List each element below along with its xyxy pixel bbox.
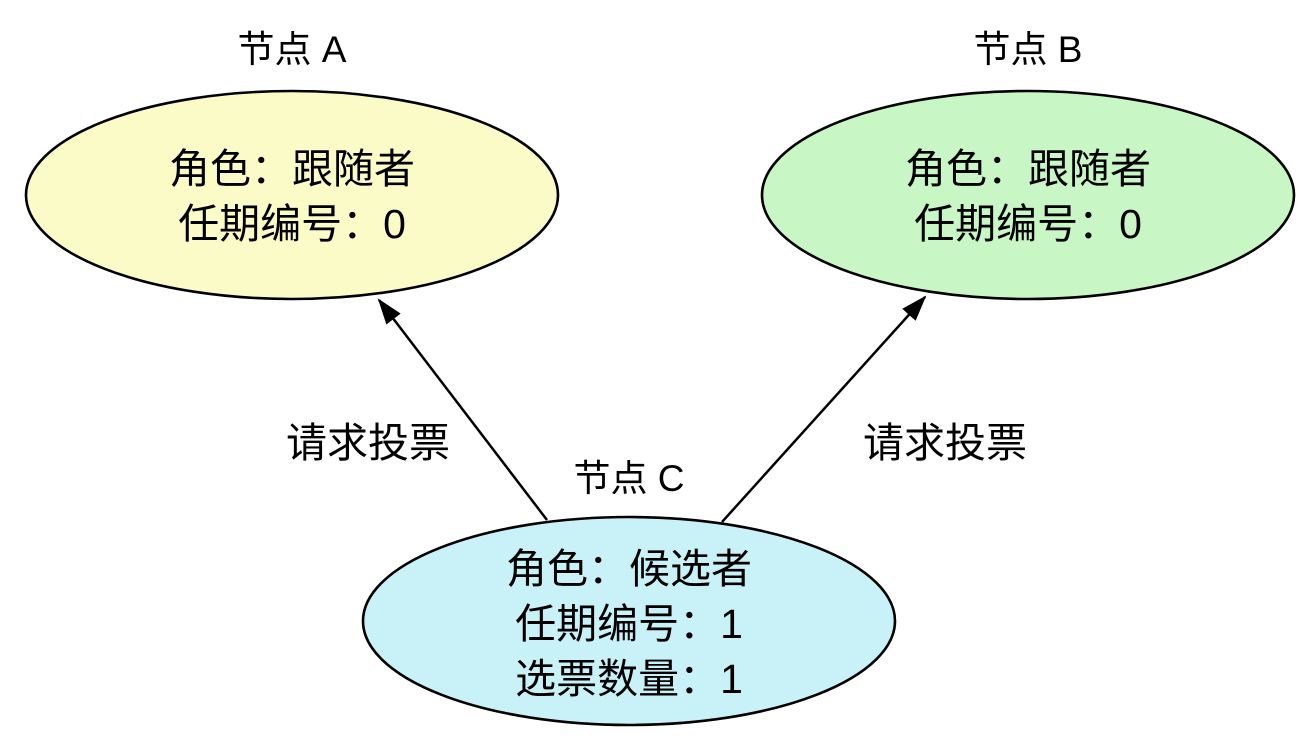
- node-b-title: 节点 B: [974, 29, 1083, 70]
- node-b-role: 角色：跟随者: [905, 146, 1151, 192]
- node-c-title: 节点 C: [574, 458, 685, 499]
- node-b-term: 任期编号：0: [914, 201, 1142, 247]
- arrow-c-to-a: [377, 298, 548, 521]
- node-c-ellipse: [361, 515, 897, 727]
- arrow-c-to-b: [721, 295, 927, 523]
- edge-label-c-to-b: 请求投票: [863, 420, 1027, 466]
- edge-label-c-to-a: 请求投票: [286, 420, 450, 466]
- node-c-term: 任期编号：1: [515, 601, 743, 647]
- node-a-title: 节点 A: [238, 29, 347, 70]
- edge-c-to-a: 请求投票: [286, 298, 548, 521]
- node-a: 节点 A 角色：跟随者 任期编号：0: [24, 29, 560, 301]
- node-b: 节点 B 角色：跟随者 任期编号：0: [760, 29, 1296, 301]
- node-c-votes: 选票数量：1: [515, 656, 743, 702]
- node-a-ellipse: [24, 89, 560, 301]
- node-a-role: 角色：跟随者: [169, 146, 415, 192]
- node-c: 节点 C 角色：候选者 任期编号：1 选票数量：1: [361, 458, 897, 727]
- node-c-role: 角色：候选者: [506, 546, 752, 592]
- node-b-ellipse: [760, 89, 1296, 301]
- node-a-term: 任期编号：0: [178, 201, 406, 247]
- edge-c-to-b: 请求投票: [721, 295, 1027, 523]
